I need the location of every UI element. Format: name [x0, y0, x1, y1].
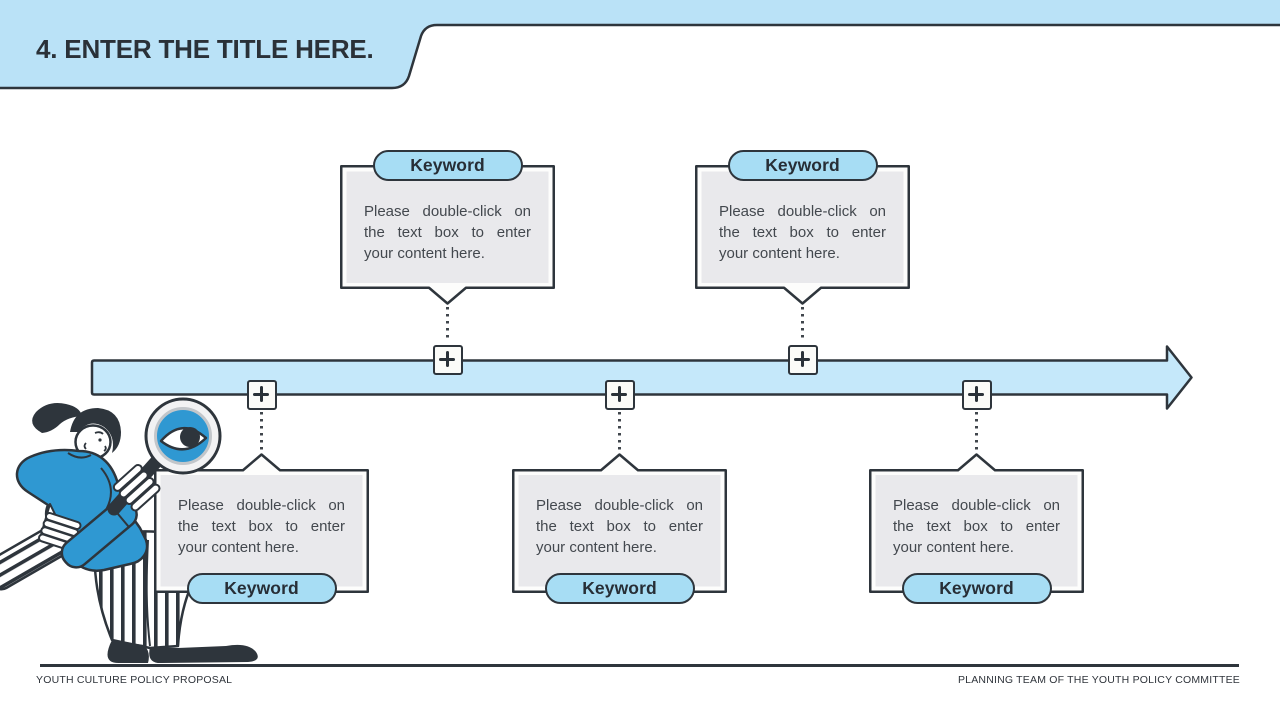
callout-box[interactable] — [869, 453, 1084, 593]
callout-box[interactable] — [154, 453, 369, 593]
timeline-plus-marker — [432, 344, 463, 375]
keyword-pill[interactable]: Keyword — [372, 150, 523, 181]
striped-thigh — [0, 505, 103, 591]
plus-icon — [974, 386, 978, 402]
ponytail-hair — [32, 403, 82, 433]
dotted-connector — [801, 307, 804, 341]
timeline-plus-marker — [246, 379, 277, 410]
footer-right-text: PLANNING TEAM OF THE YOUTH POLICY COMMIT… — [957, 674, 1240, 686]
keyword-pill[interactable]: Keyword — [544, 573, 695, 604]
torso — [15, 448, 149, 572]
plus-icon — [259, 386, 263, 402]
timeline-plus-marker — [961, 379, 992, 410]
magnifier-handle — [107, 455, 163, 516]
left-hand — [38, 512, 82, 552]
keyword-pill[interactable]: Keyword — [186, 573, 337, 604]
dotted-connector — [446, 307, 449, 341]
shoe-front — [149, 644, 258, 664]
face — [74, 424, 112, 460]
eye-icon — [159, 427, 208, 451]
callout-box[interactable] — [340, 165, 555, 305]
callout-box[interactable] — [695, 165, 910, 305]
keyword-pill[interactable]: Keyword — [901, 573, 1052, 604]
callout-box[interactable] — [512, 453, 727, 593]
plus-icon — [617, 386, 621, 402]
timeline-arrow — [90, 345, 1193, 410]
title-banner-shape — [0, 0, 1280, 90]
dotted-connector — [975, 412, 978, 450]
page-title[interactable]: 4. ENTER THE TITLE HERE. — [36, 34, 374, 64]
dotted-connector — [618, 412, 621, 450]
timeline-plus-marker — [787, 344, 818, 375]
footer-left-text: YOUTH CULTURE POLICY PROPOSAL — [36, 674, 233, 686]
dotted-connector — [260, 412, 263, 450]
timeline-plus-marker — [604, 379, 635, 410]
eye-pupil — [180, 427, 200, 447]
plus-icon — [800, 351, 804, 367]
plus-icon — [445, 351, 449, 367]
keyword-pill[interactable]: Keyword — [727, 150, 878, 181]
footer-divider — [40, 664, 1239, 667]
shoe-back — [107, 640, 149, 664]
